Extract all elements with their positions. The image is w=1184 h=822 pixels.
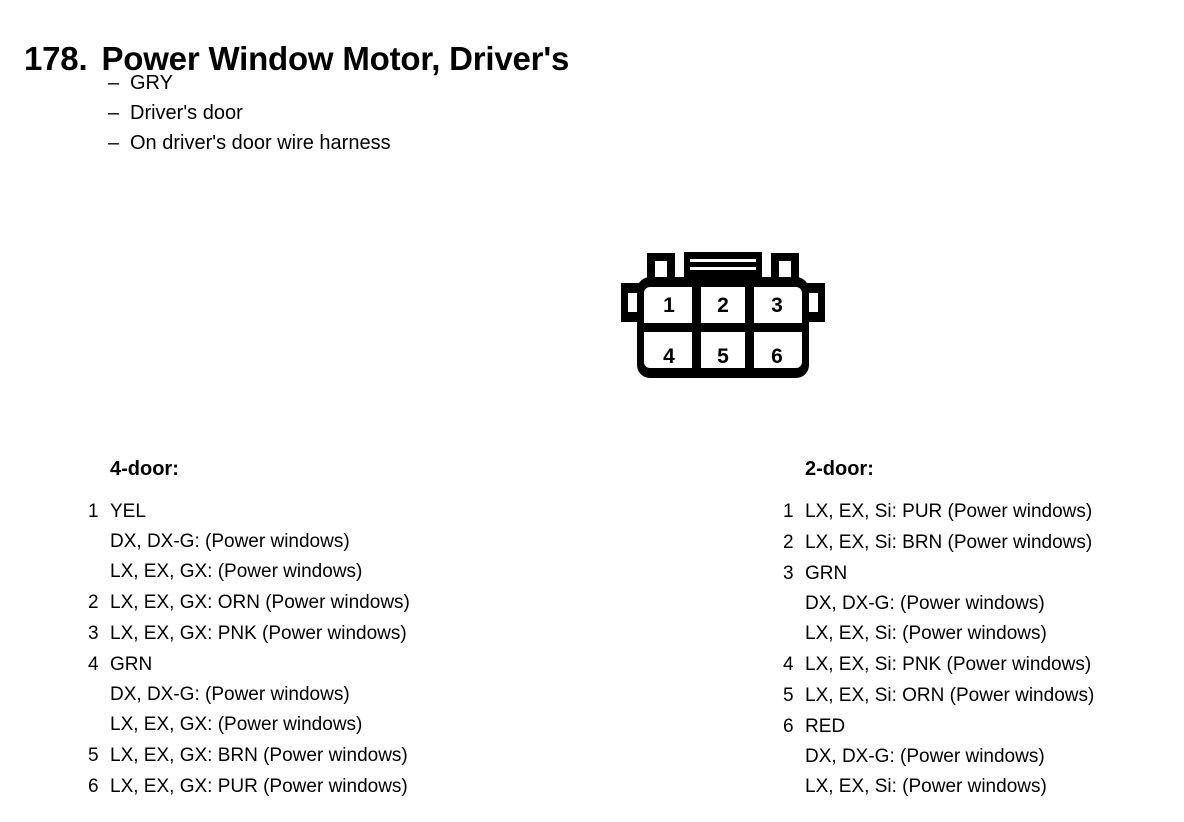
pin-entry-index: 4 <box>88 654 99 675</box>
pin-number-3: 3 <box>771 294 783 317</box>
pin-entry-index: 5 <box>783 685 794 706</box>
pin-list-2-door: 2-door: 1 LX, EX, Si: PUR (Power windows… <box>779 458 1179 803</box>
connector-pin-numbers: 1 2 3 4 5 6 <box>663 294 783 368</box>
pin-entry-line: YEL <box>110 501 146 522</box>
pin-entry: 3 LX, EX, GX: PNK (Power windows) <box>84 619 554 649</box>
pin-entry-index: 1 <box>88 501 99 522</box>
column-heading: 2-door: <box>805 458 874 480</box>
pin-entry-line: LX, EX, GX: PNK (Power windows) <box>110 623 407 644</box>
spec-item: –Driver's door <box>108 98 391 128</box>
pin-entry-line: LX, EX, GX: BRN (Power windows) <box>110 745 408 766</box>
pin-entry-line: LX, EX, Si: (Power windows) <box>805 623 1047 644</box>
pin-entry-index: 2 <box>783 532 794 553</box>
specification-list: –GRY –Driver's door –On driver's door wi… <box>108 68 391 158</box>
spec-item: –GRY <box>108 68 391 98</box>
pin-entry-index: 6 <box>88 776 99 797</box>
pin-entry: 1 LX, EX, Si: PUR (Power windows) <box>779 497 1179 527</box>
pin-entry-line: LX, EX, Si: BRN (Power windows) <box>805 532 1093 553</box>
pin-entry-index: 3 <box>783 563 794 584</box>
pin-entry-line: GRN <box>805 563 848 584</box>
pin-entry-line: LX, EX, Si: PNK (Power windows) <box>805 654 1092 675</box>
pin-number-1: 1 <box>663 294 675 317</box>
pin-number-6: 6 <box>771 345 783 368</box>
pin-entry-line: DX, DX-G: (Power windows) <box>805 746 1045 767</box>
pin-entries: 1 LX, EX, Si: PUR (Power windows) 2 LX, … <box>779 497 1179 802</box>
pin-number-4: 4 <box>663 345 675 368</box>
pin-entry-index: 4 <box>783 654 794 675</box>
pin-entry: 5 LX, EX, GX: BRN (Power windows) <box>84 741 554 771</box>
connector-diagram: 1 2 3 4 5 6 <box>618 250 828 382</box>
dash-bullet-icon: – <box>108 72 120 94</box>
pin-entry-line: DX, DX-G: (Power windows) <box>110 531 350 552</box>
pin-entry: 4 LX, EX, Si: PNK (Power windows) <box>779 650 1179 680</box>
pin-entry-index: 6 <box>783 716 794 737</box>
pin-number-5: 5 <box>717 345 729 368</box>
pin-entry-line: DX, DX-G: (Power windows) <box>805 593 1045 614</box>
pin-entry-line: DX, DX-G: (Power windows) <box>110 684 350 705</box>
page-title-text: Power Window Motor, Driver's <box>101 40 570 78</box>
spec-item-text: Driver's door <box>130 102 243 124</box>
pin-entry: 4 GRN DX, DX-G: (Power windows) LX, EX, … <box>84 650 554 740</box>
connector-outline <box>621 252 825 378</box>
pin-entry-line: LX, EX, Si: PUR (Power windows) <box>805 501 1093 522</box>
pin-entry: 1 YEL DX, DX-G: (Power windows) LX, EX, … <box>84 497 554 587</box>
pin-list-4-door: 4-door: 1 YEL DX, DX-G: (Power windows) … <box>84 458 554 803</box>
pin-entry: 6 LX, EX, GX: PUR (Power windows) <box>84 772 554 802</box>
page-title-number: 178. <box>24 40 88 78</box>
pin-entry-line: LX, EX, GX: (Power windows) <box>110 714 363 735</box>
pin-entry-line: LX, EX, GX: ORN (Power windows) <box>110 592 410 613</box>
pin-entry-line: LX, EX, Si: ORN (Power windows) <box>805 685 1095 706</box>
column-heading: 4-door: <box>110 458 179 480</box>
pin-entry: 2 LX, EX, Si: BRN (Power windows) <box>779 528 1179 558</box>
pin-entry: 5 LX, EX, Si: ORN (Power windows) <box>779 681 1179 711</box>
pin-entry-line: GRN <box>110 654 153 675</box>
pin-entries: 1 YEL DX, DX-G: (Power windows) LX, EX, … <box>84 497 554 802</box>
connector-svg: 1 2 3 4 5 6 <box>621 252 825 378</box>
spec-item-text: GRY <box>130 72 173 94</box>
dash-bullet-icon: – <box>108 102 120 124</box>
page-title: 178. Power Window Motor, Driver's <box>24 40 569 78</box>
pin-entry-line: RED <box>805 716 846 737</box>
pin-entry-index: 2 <box>88 592 99 613</box>
pin-entry-index: 5 <box>88 745 99 766</box>
spec-item-text: On driver's door wire harness <box>130 132 391 154</box>
spec-item: –On driver's door wire harness <box>108 128 391 158</box>
dash-bullet-icon: – <box>108 132 120 154</box>
pin-entry-line: LX, EX, GX: PUR (Power windows) <box>110 776 408 797</box>
pin-entry: 3 GRN DX, DX-G: (Power windows) LX, EX, … <box>779 559 1179 649</box>
pin-number-2: 2 <box>717 294 729 317</box>
pin-entry-index: 3 <box>88 623 99 644</box>
pin-entry: 6 RED DX, DX-G: (Power windows) LX, EX, … <box>779 712 1179 802</box>
pin-entry-line: LX, EX, GX: (Power windows) <box>110 561 363 582</box>
pin-entry-line: LX, EX, Si: (Power windows) <box>805 776 1047 797</box>
pin-entry: 2 LX, EX, GX: ORN (Power windows) <box>84 588 554 618</box>
pin-entry-index: 1 <box>783 501 794 522</box>
